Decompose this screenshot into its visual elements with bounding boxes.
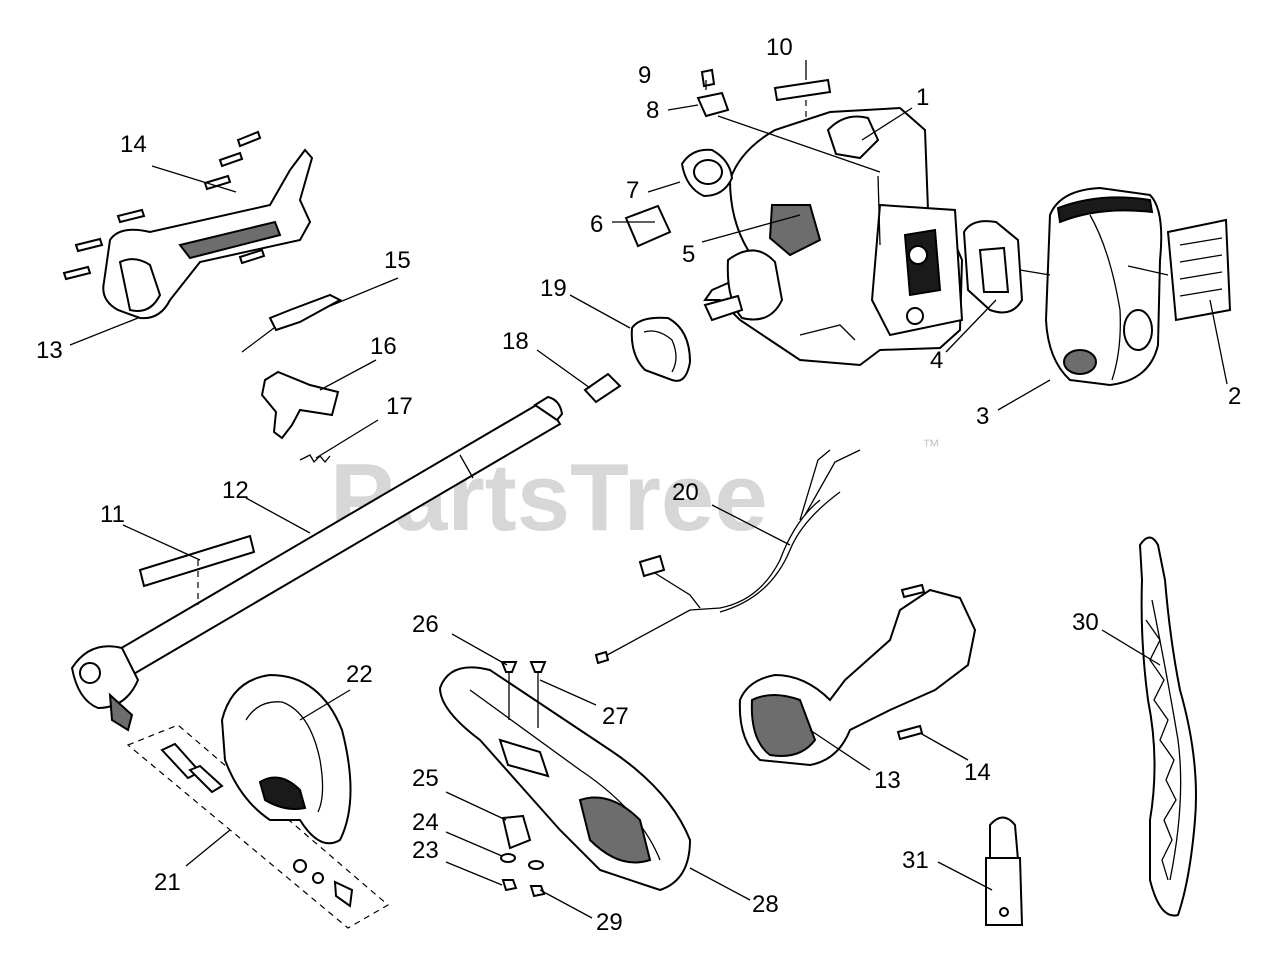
- callout-7: 7: [626, 177, 639, 204]
- callout-21: 21: [154, 869, 181, 896]
- trigger-spring: [299, 454, 331, 464]
- top-label: [773, 78, 832, 102]
- callout-13-left: 13: [36, 337, 63, 364]
- callout-26: 26: [412, 611, 439, 638]
- callout-4: 4: [930, 347, 943, 374]
- callout-8: 8: [646, 97, 659, 124]
- callout-12: 12: [222, 477, 249, 504]
- wire-harness: [594, 449, 861, 665]
- throttle-trigger[interactable]: [260, 370, 340, 440]
- callout-22: 22: [346, 661, 373, 688]
- callout-29: 29: [596, 909, 623, 936]
- warning-decal: [1166, 218, 1232, 322]
- callout-13-right: 13: [874, 767, 901, 794]
- leader-lines: [69, 60, 1228, 919]
- shoulder-strap: [1138, 536, 1197, 917]
- throttle-cable: [241, 293, 343, 353]
- engine-assembly[interactable]: [703, 106, 964, 367]
- callout-19: 19: [540, 275, 567, 302]
- callout-5: 5: [682, 241, 695, 268]
- watermark-trademark: ™: [922, 436, 940, 456]
- handle-bar-assembly[interactable]: [438, 661, 692, 898]
- callout-labels: 1 2 3 4 5 6 7 8 9 10 11 12 13 13 14 14 1…: [36, 34, 1241, 936]
- bracket-and-screw: [696, 68, 730, 118]
- callout-1: 1: [916, 84, 929, 111]
- retainer-ring: [630, 316, 692, 382]
- handle-screws: [62, 130, 266, 281]
- callout-25: 25: [412, 765, 439, 792]
- callout-14-right: 14: [964, 759, 991, 786]
- callout-18: 18: [502, 328, 529, 355]
- coupler: [583, 372, 622, 404]
- callout-10: 10: [766, 34, 793, 61]
- callout-24: 24: [412, 809, 439, 836]
- callout-11: 11: [100, 501, 125, 528]
- air-filter[interactable]: [962, 220, 1024, 314]
- loop-handle[interactable]: [220, 673, 352, 845]
- shaft-tube[interactable]: [70, 395, 564, 732]
- callout-3: 3: [976, 403, 989, 430]
- engine-label: [624, 204, 672, 248]
- spark-plug-wrench: [985, 816, 1024, 926]
- callout-30: 30: [1072, 609, 1099, 636]
- callout-14-left: 14: [120, 131, 147, 158]
- callout-9: 9: [638, 62, 651, 89]
- callout-31: 31: [902, 847, 929, 874]
- callout-23: 23: [412, 837, 439, 864]
- callout-16: 16: [370, 333, 397, 360]
- air-filter-cover[interactable]: [1044, 186, 1163, 387]
- shaft-label: [138, 534, 256, 588]
- engine-housing-cover[interactable]: [738, 583, 977, 767]
- callout-2: 2: [1228, 383, 1241, 410]
- callout-17: 17: [386, 393, 413, 420]
- callout-15: 15: [384, 247, 411, 274]
- callout-28: 28: [752, 891, 779, 918]
- fuel-cap[interactable]: [680, 148, 734, 198]
- callout-27: 27: [602, 703, 629, 730]
- callout-20: 20: [672, 479, 699, 506]
- throttle-handle-housing[interactable]: [102, 148, 314, 320]
- callout-6: 6: [590, 211, 603, 238]
- hardware-kit: [126, 724, 390, 929]
